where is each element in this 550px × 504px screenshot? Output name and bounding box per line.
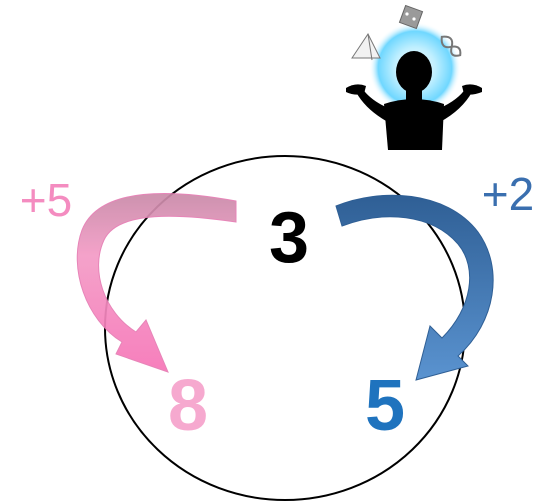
center-number: 3: [269, 198, 309, 278]
pink-arrow: [77, 193, 236, 372]
left-result-number: 8: [168, 366, 208, 446]
right-result-number: 5: [365, 366, 405, 446]
left-increment-label: +5: [20, 174, 72, 226]
blue-arrow: [336, 195, 493, 380]
right-increment-label: +2: [482, 168, 534, 220]
